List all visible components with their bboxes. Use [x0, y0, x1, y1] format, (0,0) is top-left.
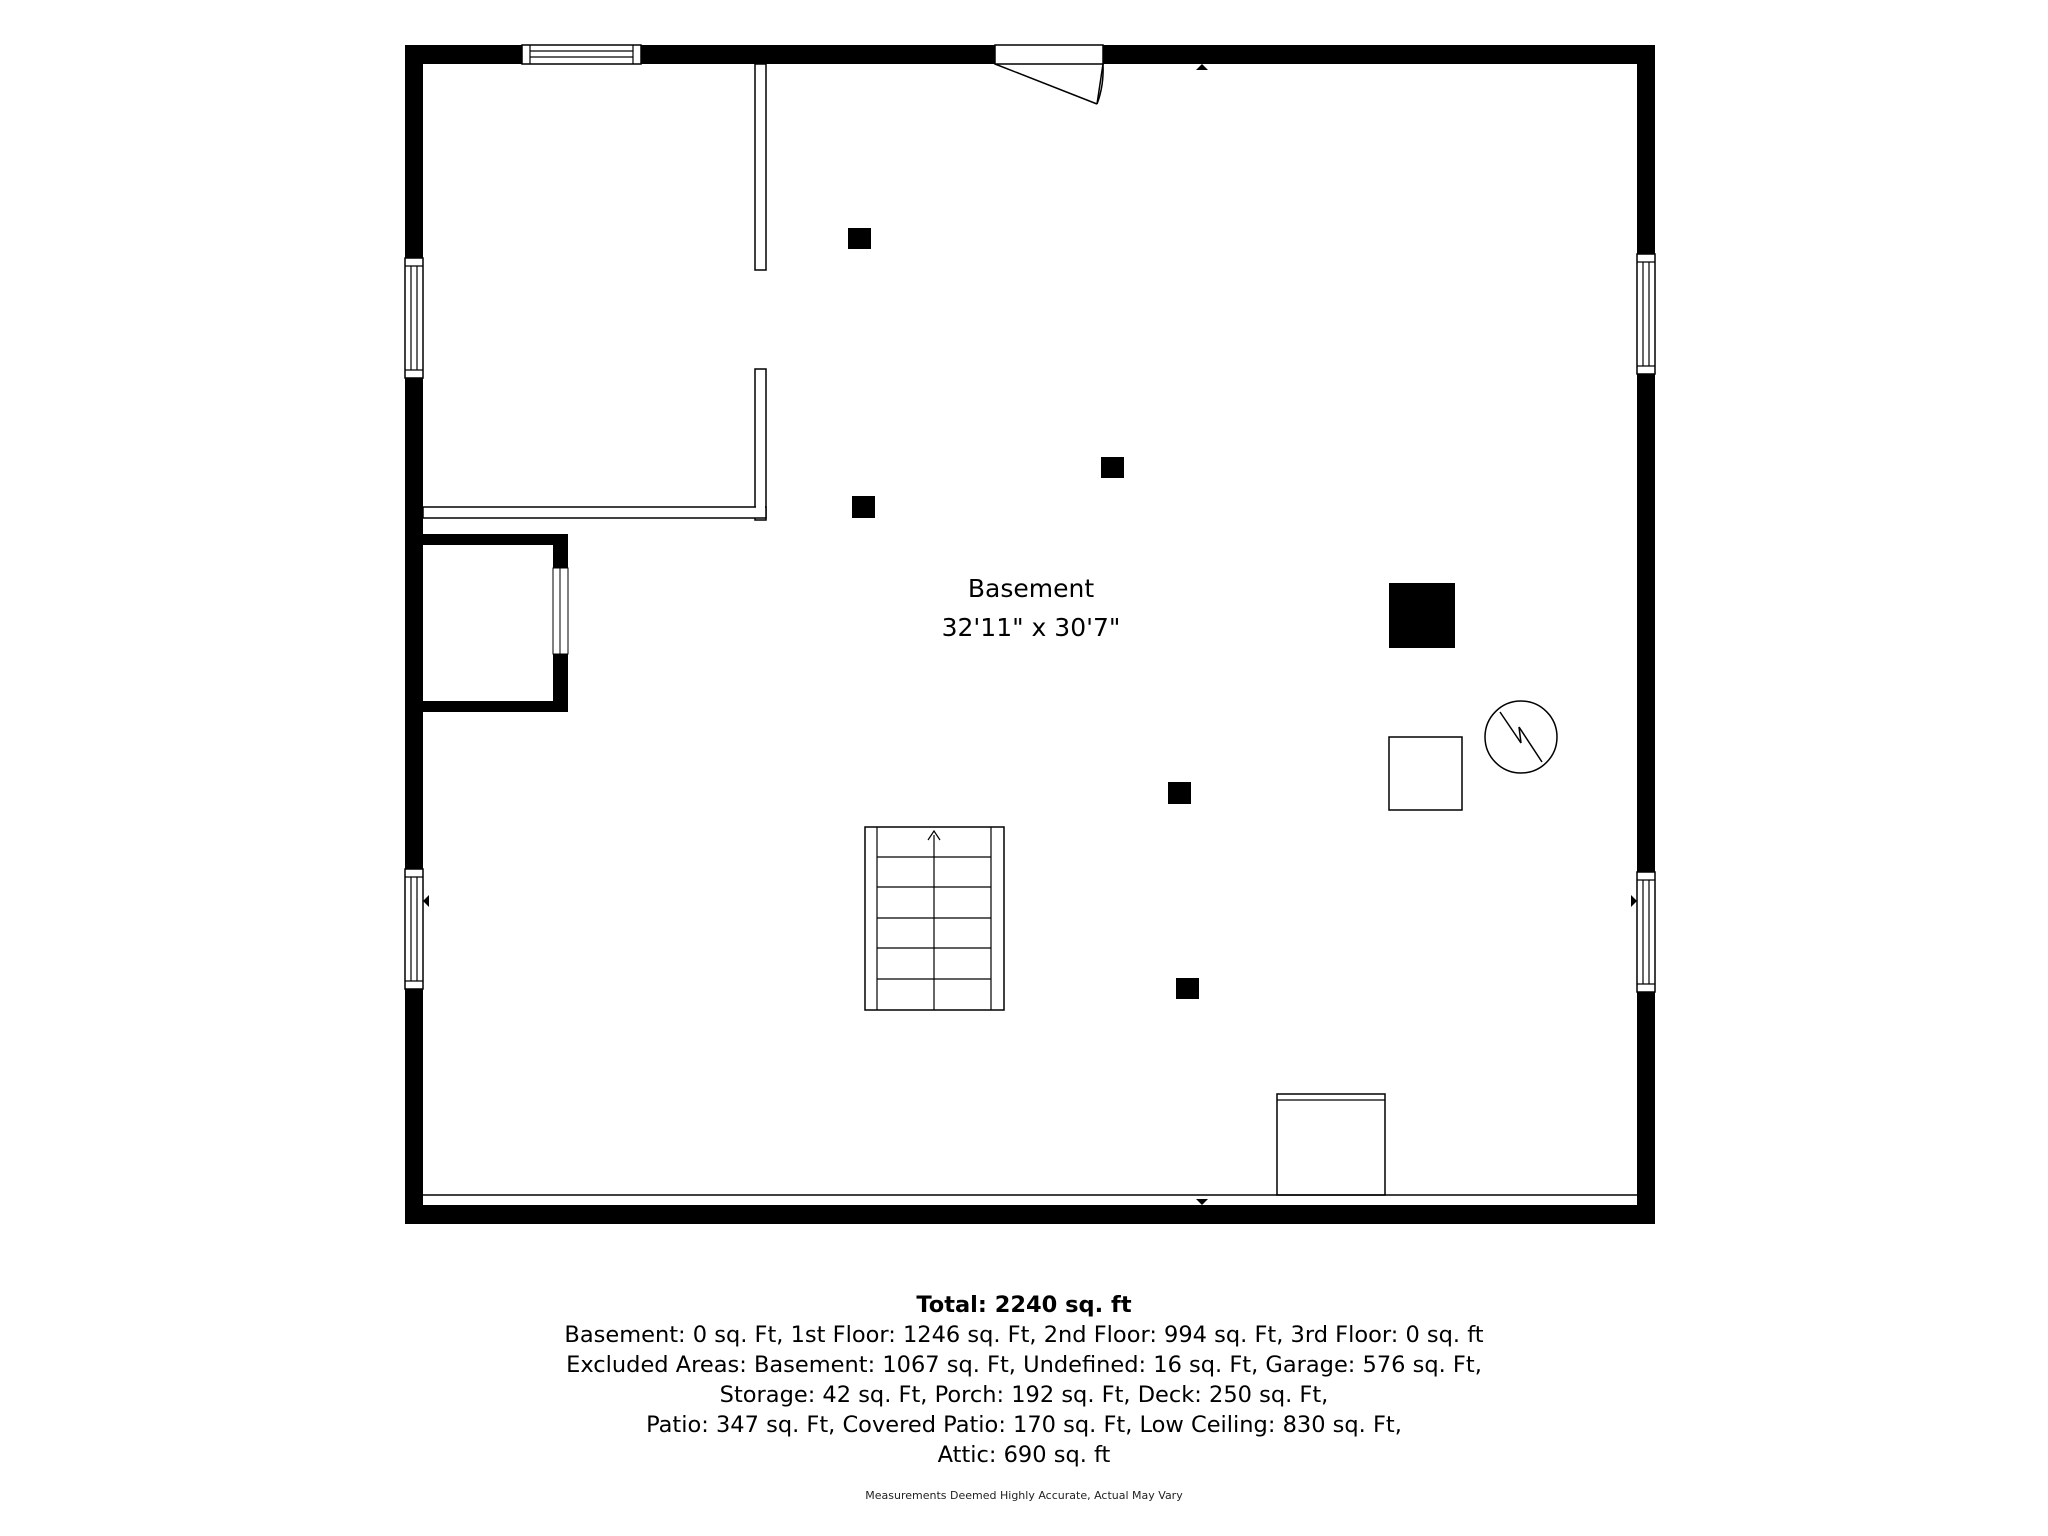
wall-left	[405, 45, 423, 1224]
closet	[405, 534, 569, 712]
window-left-upper	[404, 257, 424, 379]
window-right-lower	[1636, 871, 1656, 993]
wall-bottom	[405, 1205, 1655, 1224]
room-dimensions: 32'11" x 30'7"	[942, 613, 1121, 642]
column	[852, 496, 875, 518]
marker-bottom	[1196, 1199, 1208, 1205]
interior-partitions	[422, 63, 767, 521]
partition-upper	[754, 63, 767, 271]
closet-top-wall	[405, 534, 568, 545]
summary-line: Patio: 347 sq. Ft, Covered Patio: 170 sq…	[646, 1412, 1402, 1438]
room-name: Basement	[968, 574, 1094, 603]
window-right-upper	[1636, 253, 1656, 375]
marker-right	[1631, 895, 1637, 907]
windows	[404, 44, 1656, 993]
column	[1168, 782, 1191, 804]
disclaimer: Measurements Deemed Highly Accurate, Act…	[865, 1489, 1183, 1502]
window-left-lower	[404, 868, 424, 990]
window-top-left	[521, 44, 642, 65]
support-columns	[848, 228, 1199, 999]
total-area: Total: 2240 sq. ft	[916, 1292, 1132, 1318]
partition-joint	[756, 506, 765, 517]
marker-top	[1196, 64, 1208, 70]
wall-markers	[423, 64, 1637, 1205]
summary-line: Storage: 42 sq. Ft, Porch: 192 sq. Ft, D…	[719, 1382, 1329, 1408]
lightning-circle-icon	[1484, 700, 1558, 774]
marker-left	[423, 895, 429, 907]
column	[848, 228, 871, 249]
wall-right	[1637, 45, 1655, 1224]
closet-bottom-wall	[405, 701, 568, 712]
utility-box	[1388, 736, 1463, 811]
appliance-bottom	[1276, 1093, 1386, 1196]
chimney-block	[1389, 583, 1455, 648]
summary-line: Basement: 0 sq. Ft, 1st Floor: 1246 sq. …	[564, 1322, 1484, 1348]
up-arrow-icon	[927, 829, 941, 841]
partition-lower	[754, 368, 767, 521]
summary-line: Attic: 690 sq. ft	[937, 1442, 1111, 1468]
area-summary: Total: 2240 sq. ft Basement: 0 sq. Ft, 1…	[424, 1290, 1624, 1470]
column	[1176, 978, 1199, 999]
summary-line: Excluded Areas: Basement: 1067 sq. Ft, U…	[566, 1352, 1482, 1378]
door-top	[994, 44, 1104, 105]
stairs	[864, 826, 1005, 1011]
column	[1101, 457, 1124, 478]
partition-horizontal	[422, 506, 767, 519]
